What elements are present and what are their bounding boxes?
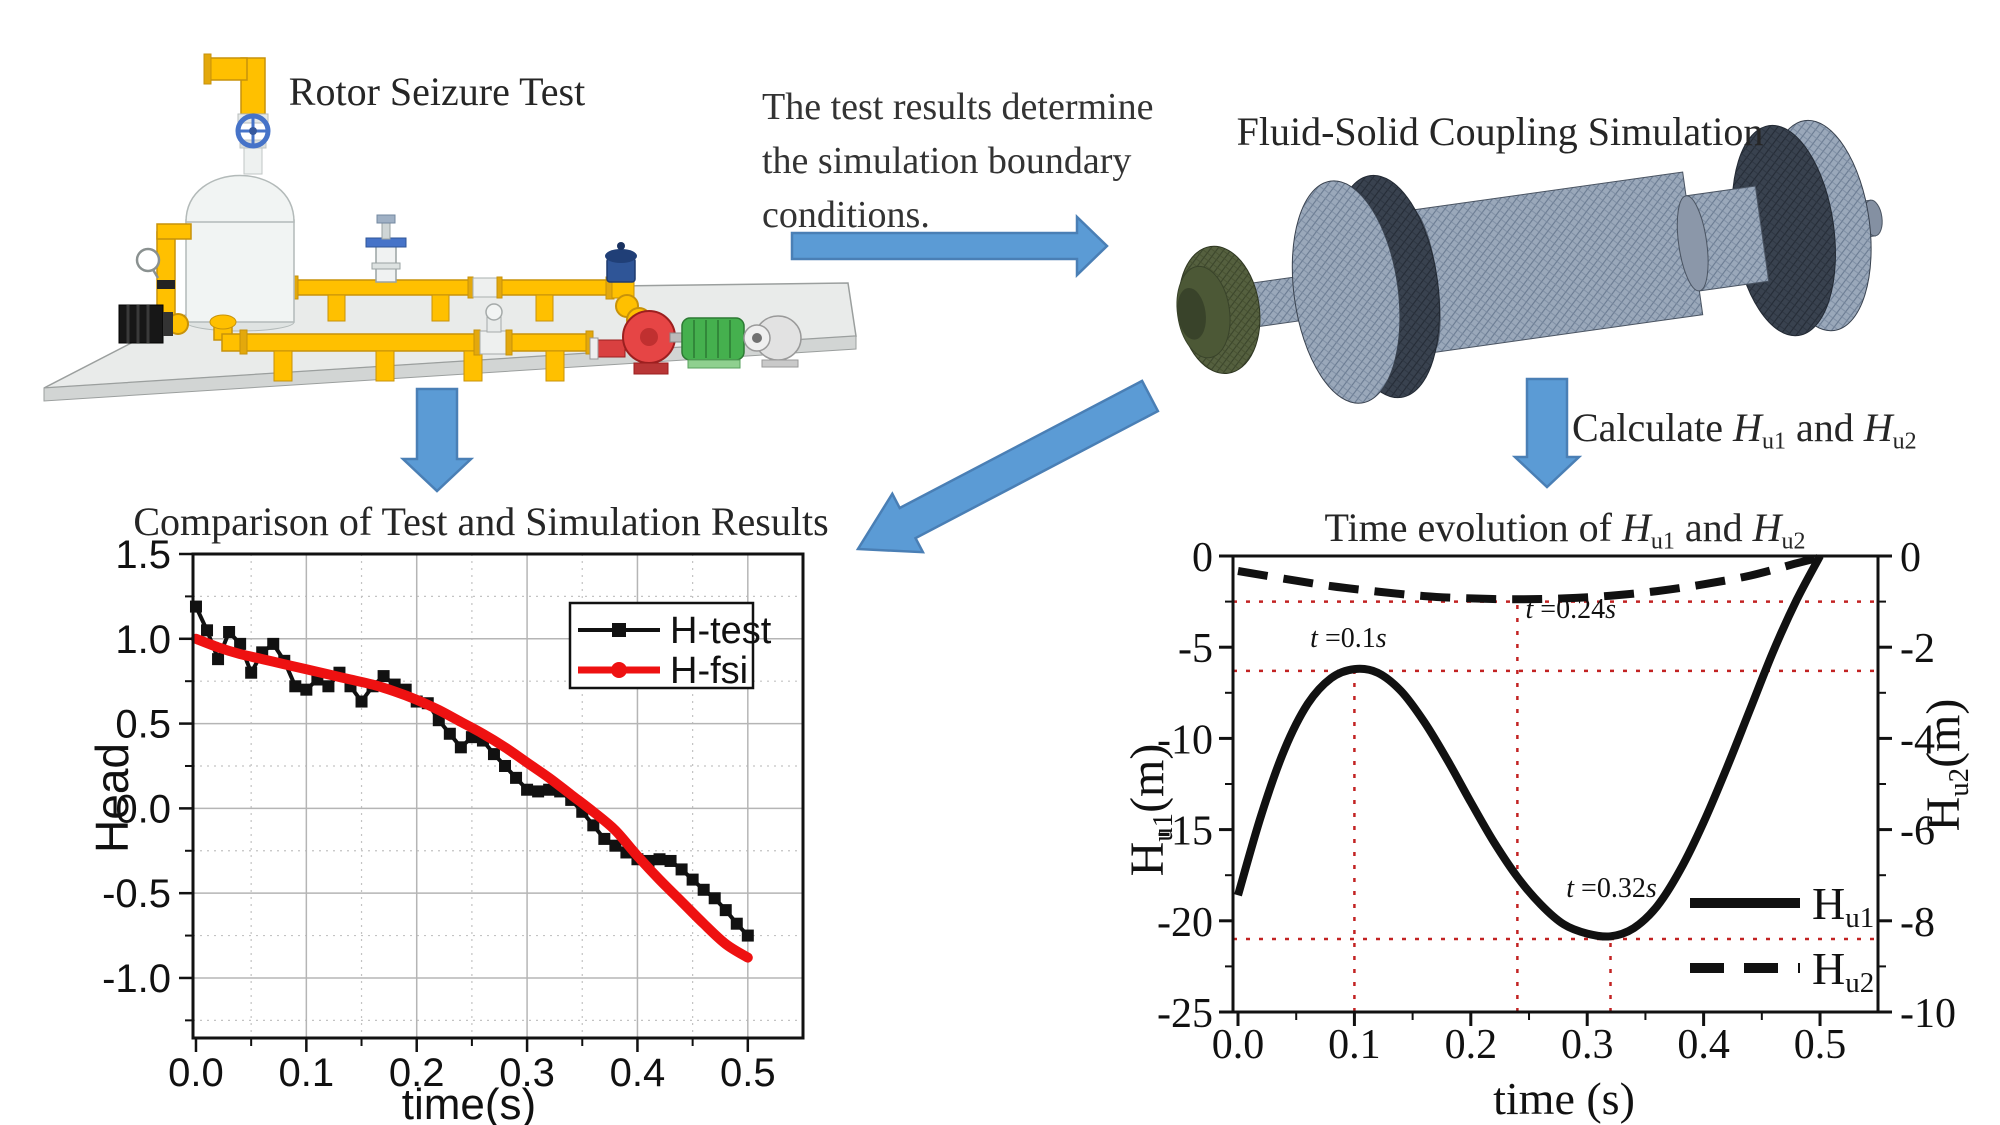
pressure-gauge	[135, 247, 161, 279]
comparison-xtick: 0.4	[610, 1051, 666, 1095]
evolution-ytick-left: -20	[1157, 900, 1213, 946]
evolution-xlabel: time (s)	[1493, 1073, 1635, 1124]
back-pipe	[289, 275, 613, 322]
black-pump	[118, 304, 173, 344]
rotor-left-disk	[1291, 180, 1401, 404]
front-pipe	[209, 303, 594, 382]
evolution-xtick: 0.3	[1561, 1022, 1614, 1068]
grey-blower	[743, 315, 802, 368]
evolution-ytick-right: -8	[1900, 900, 1935, 946]
comparison-ytick: 1.0	[115, 618, 171, 662]
relief-valve	[365, 214, 407, 283]
flow-arrow-simulation-to-comparison	[855, 379, 1160, 554]
boundary-conditions-note: The test results determine the simulatio…	[762, 80, 1154, 242]
series-h-fsi	[191, 633, 753, 963]
flow-arrow-test-to-comparison	[399, 387, 475, 493]
comparison-xtick: 0.1	[279, 1051, 335, 1095]
evolution-ytick-right: -10	[1900, 991, 1956, 1037]
calculate-label: Calculate Hu1 and Hu2	[1572, 405, 1917, 455]
rotor-seizure-test-title: Rotor Seizure Test	[288, 69, 586, 114]
comparison-ytick: -1.0	[102, 957, 171, 1001]
evolution-xtick: 0.2	[1445, 1022, 1498, 1068]
evolution-ytick-left: -25	[1157, 991, 1213, 1037]
evolution-xtick: 0.0	[1212, 1022, 1265, 1068]
rotor-main-cylinder	[1410, 171, 1704, 354]
comparison-xtick: 0.5	[720, 1051, 776, 1095]
evolution-ytick-left: -5	[1178, 626, 1213, 672]
flow-arrow-simulation-to-evolution	[1511, 377, 1583, 489]
evolution-ytick-right: -6	[1900, 809, 1935, 855]
evolution-ytick-left: -15	[1157, 809, 1213, 855]
tank	[185, 139, 295, 332]
evolution-ylabel-right: Hu2(m)	[1916, 698, 1976, 832]
rotor-mesh-illustration	[1176, 119, 1883, 404]
top-elbow-pipe	[203, 53, 269, 124]
red-pump	[589, 310, 676, 375]
series-hu1	[1234, 554, 1824, 941]
legend-label-0: Hu1	[1812, 878, 1874, 934]
comparison-ytick: 0.5	[115, 703, 171, 747]
comparison-chart: 0.0 0.1 0.2 0.3 0.4 0.5 1.5 1.0 0.5 0.0 -0.5 -1.0 H-…	[102, 533, 805, 1095]
comparison-chart-title: Comparison of Test and Simulation Result…	[133, 499, 829, 544]
annotation-2: t =0.32s	[1566, 873, 1657, 904]
comparison-ytick: 0.0	[115, 787, 171, 831]
comparison-ylabel: Head	[86, 743, 138, 853]
comparison-xtick: 0.0	[168, 1051, 224, 1095]
flow-arrow-test-to-simulation	[790, 214, 1109, 278]
evolution-chart-title: Time evolution of Hu1 and Hu2	[1324, 505, 1806, 555]
evolution-ylabel-left: Hu1(m)	[1120, 743, 1180, 877]
handwheel-valve	[235, 113, 271, 149]
annotation-0: t =0.1s	[1310, 623, 1387, 654]
reference-lines	[1233, 600, 1878, 1012]
legend-label-1: Hu2	[1812, 943, 1874, 999]
evolution-xtick: 0.1	[1328, 1022, 1381, 1068]
fluid-solid-coupling-title: Fluid-Solid Coupling Simulation	[1236, 109, 1764, 154]
control-valve	[605, 242, 652, 333]
evolution-ytick-right: -2	[1900, 626, 1935, 672]
note-line-1: The test results determine	[762, 86, 1154, 128]
evolution-xtick: 0.4	[1677, 1022, 1730, 1068]
legend-label-h-fsi: H-fsi	[670, 650, 748, 692]
comparison-xtick: 0.3	[499, 1051, 555, 1095]
legend-label-h-test: H-test	[670, 610, 772, 652]
rotor-seizure-test-illustration	[43, 53, 857, 402]
evolution-xtick: 0.5	[1794, 1022, 1847, 1068]
evolution-ytick-left: -10	[1157, 717, 1213, 763]
note-line-2: the simulation boundary	[762, 140, 1132, 182]
series-hu2	[1237, 553, 1822, 604]
comparison-ytick: 1.5	[115, 533, 171, 577]
comparison-xtick: 0.2	[389, 1051, 445, 1095]
evolution-ytick-right: -4	[1900, 717, 1935, 763]
evolution-ytick-right: 0	[1900, 535, 1921, 581]
evolution-ytick-left: 0	[1192, 535, 1213, 581]
evolution-chart: 0.0 0.1 0.2 0.3 0.4 0.5 0 -5 -10 -15 -20 -25 0 -2 -4 -6…	[1157, 535, 1956, 1068]
comparison-ytick: -0.5	[102, 872, 171, 916]
annotation-1: t =0.24s	[1526, 594, 1617, 625]
note-line-3: conditions.	[762, 194, 930, 236]
comparison-xlabel: time(s)	[401, 1080, 537, 1125]
